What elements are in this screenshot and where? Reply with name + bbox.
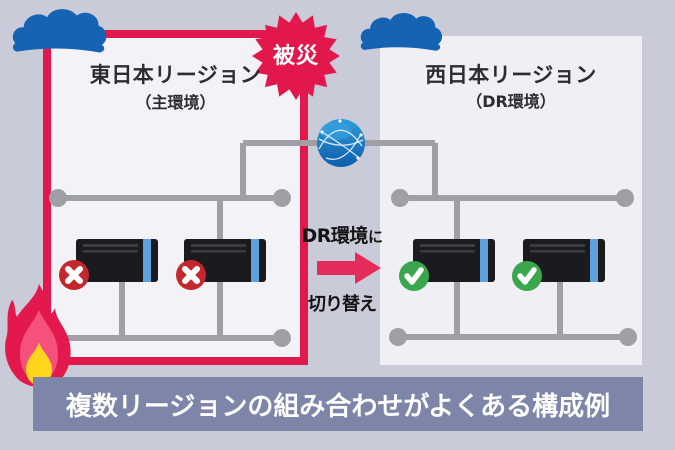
network-nodes-west	[389, 189, 637, 346]
east-region-subtitle: （主環境）	[135, 93, 216, 112]
network-node-dot	[616, 189, 634, 207]
west-region-title: 西日本リージョン	[425, 63, 597, 87]
west-region-subtitle: （DR環境）	[466, 92, 556, 111]
error-badge	[59, 260, 89, 290]
network-lines-west	[398, 143, 628, 340]
switch-label-line2: 切り替え	[308, 294, 377, 315]
network-node-dot	[273, 329, 291, 347]
network-node-dot	[49, 189, 67, 207]
network-lines-east	[58, 140, 435, 341]
starburst-badge	[252, 12, 340, 100]
switch-label-main: DR環境	[301, 225, 369, 247]
east-region-title: 東日本リージョン	[89, 63, 262, 87]
cross-icon	[182, 266, 200, 284]
cross-icon	[65, 266, 83, 284]
ok-badge	[512, 261, 542, 291]
check-icon	[404, 267, 424, 285]
ok-badge	[399, 261, 429, 291]
switch-label-line1: DR環境に	[296, 225, 388, 248]
network-node-dot	[391, 189, 409, 207]
network-node-dot	[389, 328, 407, 346]
cloud-icon	[360, 12, 443, 51]
right-arrow-icon	[317, 252, 381, 284]
disaster-badge-label: 被災	[272, 44, 319, 69]
switch-label-suffix: に	[367, 228, 383, 246]
caption-text: 複数リージョンの組み合わせがよくある構成例	[65, 391, 611, 422]
error-badge	[176, 260, 206, 290]
caption-banner: 複数リージョンの組み合わせがよくある構成例	[33, 377, 643, 431]
network-node-dot	[619, 328, 637, 346]
internet-globe-icon	[317, 119, 365, 167]
cloud-icon	[12, 9, 107, 53]
network-node-dot	[273, 189, 291, 207]
fire-icon	[5, 284, 71, 388]
check-icon	[517, 267, 537, 285]
